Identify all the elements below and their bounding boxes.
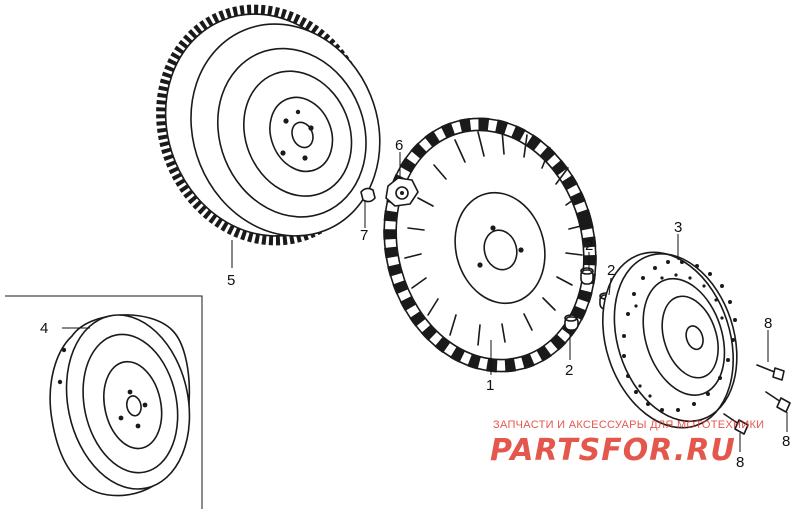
callout-4: 4: [40, 320, 48, 337]
callout-5: 5: [227, 272, 235, 289]
watermark-logo: PARTSFOR.RU: [490, 433, 736, 468]
flange-bolt: [723, 413, 749, 435]
watermark: ЗАПЧАСТИ И АКСЕССУАРЫ ДЛЯ МОТОТЕХНИКИ PA…: [490, 419, 764, 468]
callout-7: 7: [360, 227, 368, 244]
flywheel: [49, 314, 191, 497]
callout-1: 1: [486, 377, 494, 394]
flange-nut: [385, 177, 419, 207]
watermark-caption: ЗАПЧАСТИ И АКСЕССУАРЫ ДЛЯ МОТОТЕХНИКИ: [493, 419, 764, 431]
flange-bolt: [765, 391, 791, 413]
flange-bolt: [756, 364, 785, 381]
callout-8b: 8: [782, 433, 790, 450]
callout-2c: 2: [565, 362, 573, 379]
dowel-pin: [580, 267, 594, 285]
callout-3: 3: [674, 219, 682, 236]
cooling-fan: [383, 117, 597, 373]
woodruff-key: [360, 187, 376, 203]
inset-box: [5, 295, 203, 509]
starter-pulley: [602, 251, 738, 429]
callout-2b: 2: [607, 262, 615, 279]
flywheel-ring-gear: [156, 4, 381, 246]
leader-lines: [62, 152, 788, 452]
callout-8c: 8: [736, 454, 744, 471]
callout-8a: 8: [764, 315, 772, 332]
callouts: 5 4 6 7 1 2 2 2 3 8 8 8: [40, 137, 790, 471]
dowel-pin: [564, 314, 579, 331]
callout-6: 6: [395, 137, 403, 154]
callout-2a: 2: [585, 237, 593, 254]
